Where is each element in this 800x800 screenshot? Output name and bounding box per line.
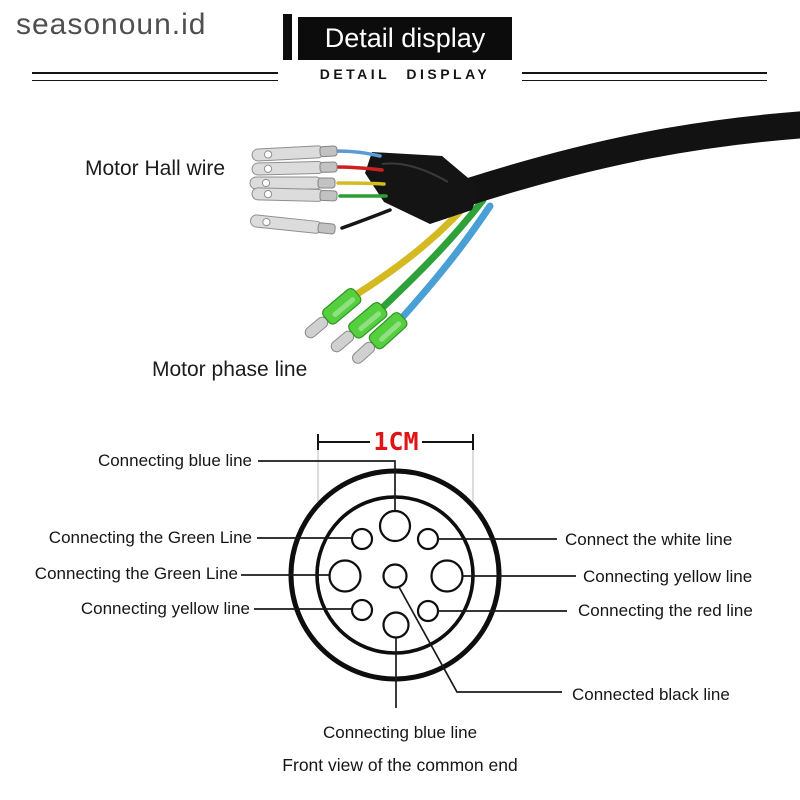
pin-bottom bbox=[382, 611, 410, 639]
pin-bottom-left bbox=[350, 598, 374, 622]
spade-terminal bbox=[251, 160, 338, 176]
spade-terminal bbox=[249, 176, 336, 190]
pin-top-left bbox=[350, 527, 374, 551]
label-connecting-green-line-2: Connecting the Green Line bbox=[34, 564, 238, 583]
spade-terminal bbox=[251, 187, 338, 202]
phase-wire-blue bbox=[396, 202, 494, 324]
phase-wire-green bbox=[376, 196, 487, 314]
hall-wire-red bbox=[334, 165, 384, 172]
pin-left bbox=[328, 559, 362, 593]
main-cable bbox=[463, 111, 800, 205]
dimension-value: 1CM bbox=[373, 427, 418, 456]
spade-terminal bbox=[249, 214, 336, 235]
banner-title: Detail display bbox=[298, 17, 512, 60]
spade-terminal bbox=[251, 145, 338, 162]
banner-subtitle: DETAIL DISPLAY bbox=[319, 66, 491, 82]
dimension-line bbox=[317, 434, 474, 450]
hall-wire-blue bbox=[332, 149, 382, 158]
hall-spade-terminals bbox=[249, 145, 338, 235]
boot-highlight bbox=[381, 162, 449, 183]
pin-top bbox=[378, 509, 412, 543]
cable-photo bbox=[249, 111, 800, 364]
pin-bottom-right bbox=[416, 599, 440, 623]
pin-center bbox=[382, 563, 408, 589]
label-connecting-blue-line-bottom: Connecting blue line bbox=[322, 723, 478, 742]
connector-pinout-diagram: 1CM bbox=[241, 427, 576, 708]
label-connecting-yellow-line-left: Connecting yellow line bbox=[80, 599, 250, 618]
cable-boot bbox=[365, 152, 480, 224]
header-rule-left bbox=[32, 72, 278, 81]
label-connected-black-line: Connected black line bbox=[572, 685, 730, 704]
leader-lines bbox=[241, 460, 576, 708]
header-rule-right bbox=[522, 72, 767, 81]
pin-right bbox=[430, 559, 464, 593]
diagram-caption: Front view of the common end bbox=[282, 755, 518, 775]
bullet-terminal bbox=[330, 301, 388, 353]
pin-top-right bbox=[416, 527, 440, 551]
phase-bullet-terminals bbox=[304, 287, 408, 364]
motor-hall-wires bbox=[332, 149, 392, 230]
leader-center-black bbox=[398, 586, 562, 693]
label-connect-white-line: Connect the white line bbox=[565, 530, 733, 549]
banner-accent-bar bbox=[283, 14, 292, 60]
motor-hall-wire-label: Motor Hall wire bbox=[85, 157, 226, 180]
pin-holes bbox=[328, 509, 464, 639]
hall-wire-black bbox=[340, 208, 392, 230]
motor-phase-line-label: Motor phase line bbox=[152, 358, 308, 381]
bullet-terminal bbox=[304, 287, 362, 339]
label-connecting-red-line: Connecting the red line bbox=[578, 601, 753, 620]
hall-wire-yellow bbox=[336, 181, 386, 186]
label-connecting-green-line-1: Connecting the Green Line bbox=[48, 528, 252, 547]
label-connecting-blue-line-top: Connecting blue line bbox=[97, 451, 252, 470]
label-connecting-yellow-line-right: Connecting yellow line bbox=[583, 567, 753, 586]
bullet-terminal bbox=[352, 312, 408, 364]
watermark-text: seasonoun.id bbox=[16, 8, 207, 41]
leader-top-blue bbox=[258, 460, 396, 511]
